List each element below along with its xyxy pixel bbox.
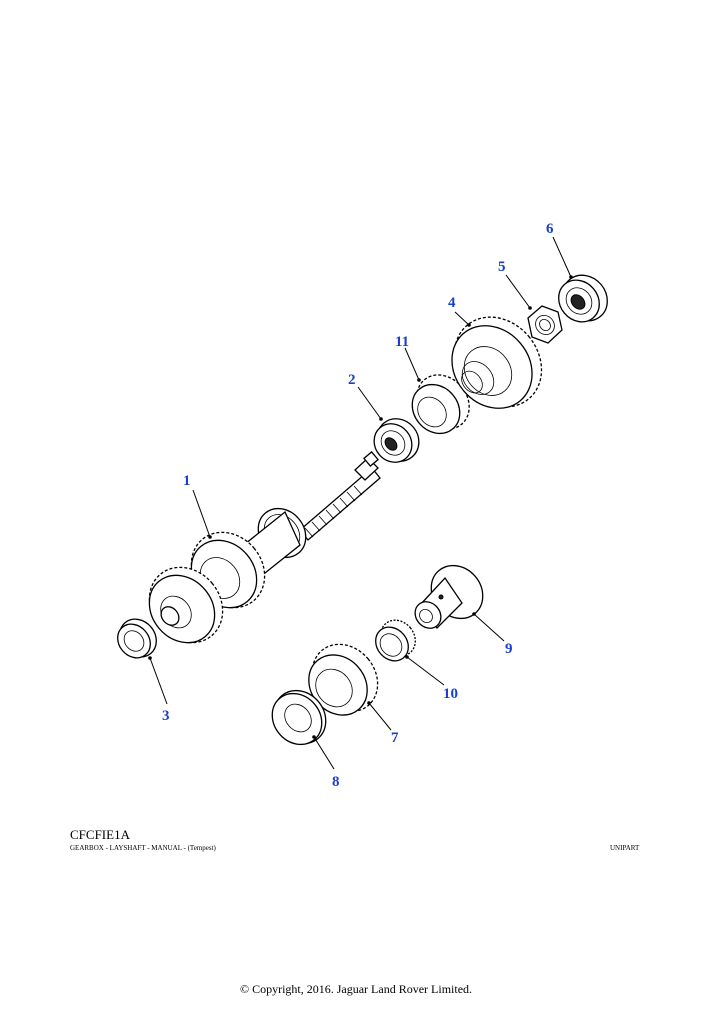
part-1-layshaft[interactable] [134,451,381,658]
callout-5: 5 [498,259,506,275]
callout-10: 10 [443,686,458,702]
callout-8: 8 [332,774,340,790]
part-3-bearing[interactable] [111,612,164,665]
callout-11: 11 [395,334,409,350]
part-8-washer[interactable] [262,680,336,754]
diagram-code: CFCFIE1A [70,827,130,842]
diagram-subtitle: GEARBOX - LAYSHAFT - MANUAL - (Tempest) [70,844,216,852]
part-10-needle-bearing[interactable] [369,613,423,667]
part-9-shaft[interactable] [410,555,494,633]
callout-9: 9 [505,641,513,657]
part-2-bearing[interactable] [366,410,427,470]
callout-3: 3 [162,708,170,724]
copyright-notice: © Copyright, 2016. Jaguar Land Rover Lim… [239,982,473,996]
callout-7: 7 [391,730,399,746]
callout-4: 4 [448,295,456,311]
part-11-gear[interactable] [402,364,480,443]
part-4-gear[interactable] [435,300,559,425]
leader-lines [148,236,573,770]
brand-label: UNIPART [610,844,640,852]
part-6-bearing[interactable] [550,266,616,330]
callout-1: 1 [183,473,191,489]
callout-2: 2 [348,372,356,388]
part-5-nut[interactable] [527,305,563,344]
callout-6: 6 [546,221,554,237]
part-7-gear[interactable] [297,631,391,727]
